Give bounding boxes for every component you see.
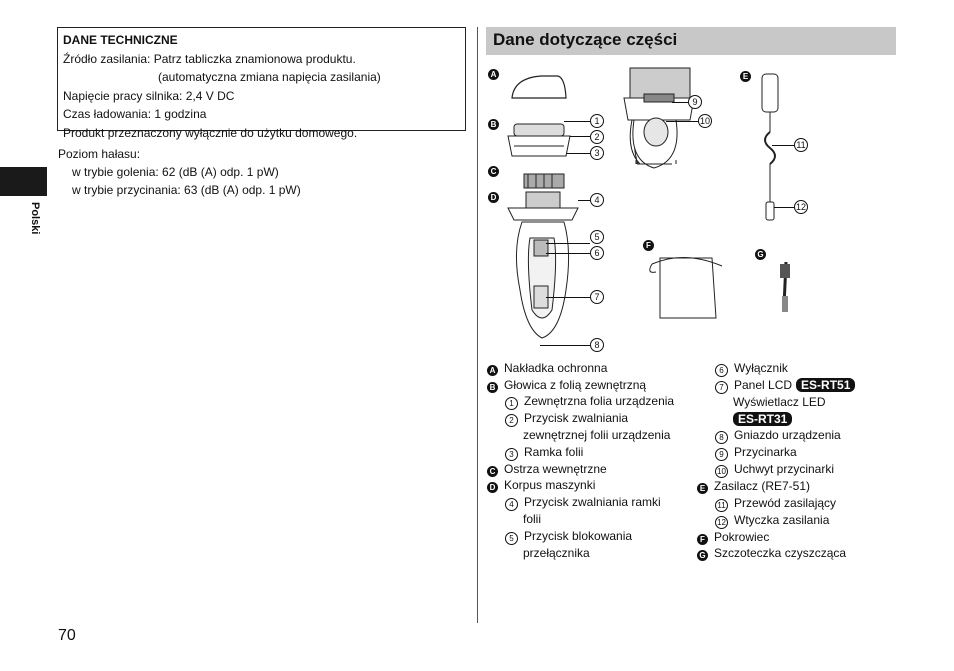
callout-5: 5 — [590, 230, 604, 244]
callout-12: 12 — [794, 200, 808, 214]
badge-g: G — [755, 249, 766, 260]
cleaning-brush-drawing — [780, 261, 790, 312]
trimmer-view-drawing — [623, 67, 695, 169]
badge-d: D — [488, 192, 499, 203]
section-title: Dane dotyczące części — [486, 27, 896, 55]
leader-line — [564, 121, 590, 122]
leader-line — [570, 136, 590, 137]
callout-4: 4 — [590, 193, 604, 207]
leader-line — [772, 145, 794, 146]
noise-level-section: Poziom hałasu: w trybie golenia: 62 (dB … — [58, 146, 301, 199]
leader-line — [546, 297, 590, 298]
badge-e: E — [740, 71, 751, 82]
noise-label: Poziom hałasu: — [58, 147, 141, 161]
noise-item: w trybie przycinania: 63 (dB (A) odp. 1 … — [72, 182, 301, 197]
callout-9: 9 — [688, 95, 702, 109]
adaptor-drawing — [761, 73, 779, 221]
badge-f: F — [643, 240, 654, 251]
callout-6: 6 — [590, 246, 604, 260]
parts-illustration — [507, 67, 790, 339]
list-item: zewnętrznej folii urządzenia — [523, 428, 671, 443]
pouch-drawing — [649, 256, 723, 319]
list-item: folii — [523, 511, 542, 526]
list-item: ES-RT31 — [697, 411, 855, 428]
spec-line: Produkt przeznaczony wyłącznie do użytku… — [63, 125, 358, 140]
leader-line — [666, 121, 698, 122]
spec-line: Napięcie pracy silnika: 2,4 V DC — [63, 88, 235, 103]
language-label: Polski — [29, 202, 41, 235]
spec-line: Czas ładowania: 1 godzina — [63, 107, 207, 122]
spec-title: DANE TECHNICZNE — [63, 33, 178, 47]
noise-item: w trybie golenia: 62 (dB (A) odp. 1 pW) — [72, 164, 279, 179]
column-divider — [477, 27, 478, 623]
model-badge: ES-RT51 — [796, 378, 856, 392]
shaver-body-drawing — [507, 191, 579, 339]
list-item: Wyświetlacz LED — [733, 395, 826, 409]
badge-c: C — [488, 166, 499, 177]
spec-line: Źródło zasilania: Patrz tabliczka znamio… — [63, 51, 356, 66]
inner-blades-drawing — [523, 173, 565, 189]
list-item: przełącznika — [523, 545, 590, 560]
foil-head-drawing — [507, 123, 571, 157]
spec-line: (automatyczna zmiana napięcia zasilania) — [158, 70, 381, 85]
badge-a: A — [488, 69, 499, 80]
callout-3: 3 — [590, 146, 604, 160]
technical-data-box: DANE TECHNICZNE Źródło zasilania: Patrz … — [57, 27, 466, 140]
badge-b: B — [488, 119, 499, 130]
leader-line — [540, 345, 590, 346]
protective-cap-drawing — [511, 75, 567, 99]
page-number: 70 — [58, 627, 76, 644]
callout-1: 1 — [590, 114, 604, 128]
leader-line — [566, 153, 590, 154]
callout-8: 8 — [590, 338, 604, 352]
callout-2: 2 — [590, 130, 604, 144]
callout-10: 10 — [698, 114, 712, 128]
callout-11: 11 — [794, 138, 808, 152]
leader-line — [546, 253, 590, 254]
language-tab — [0, 167, 47, 196]
model-badge: ES-RT31 — [733, 411, 793, 426]
leader-line — [774, 207, 794, 208]
leader-line — [672, 102, 688, 103]
callout-7: 7 — [590, 290, 604, 304]
leader-line — [546, 243, 590, 244]
leader-line — [578, 200, 590, 201]
